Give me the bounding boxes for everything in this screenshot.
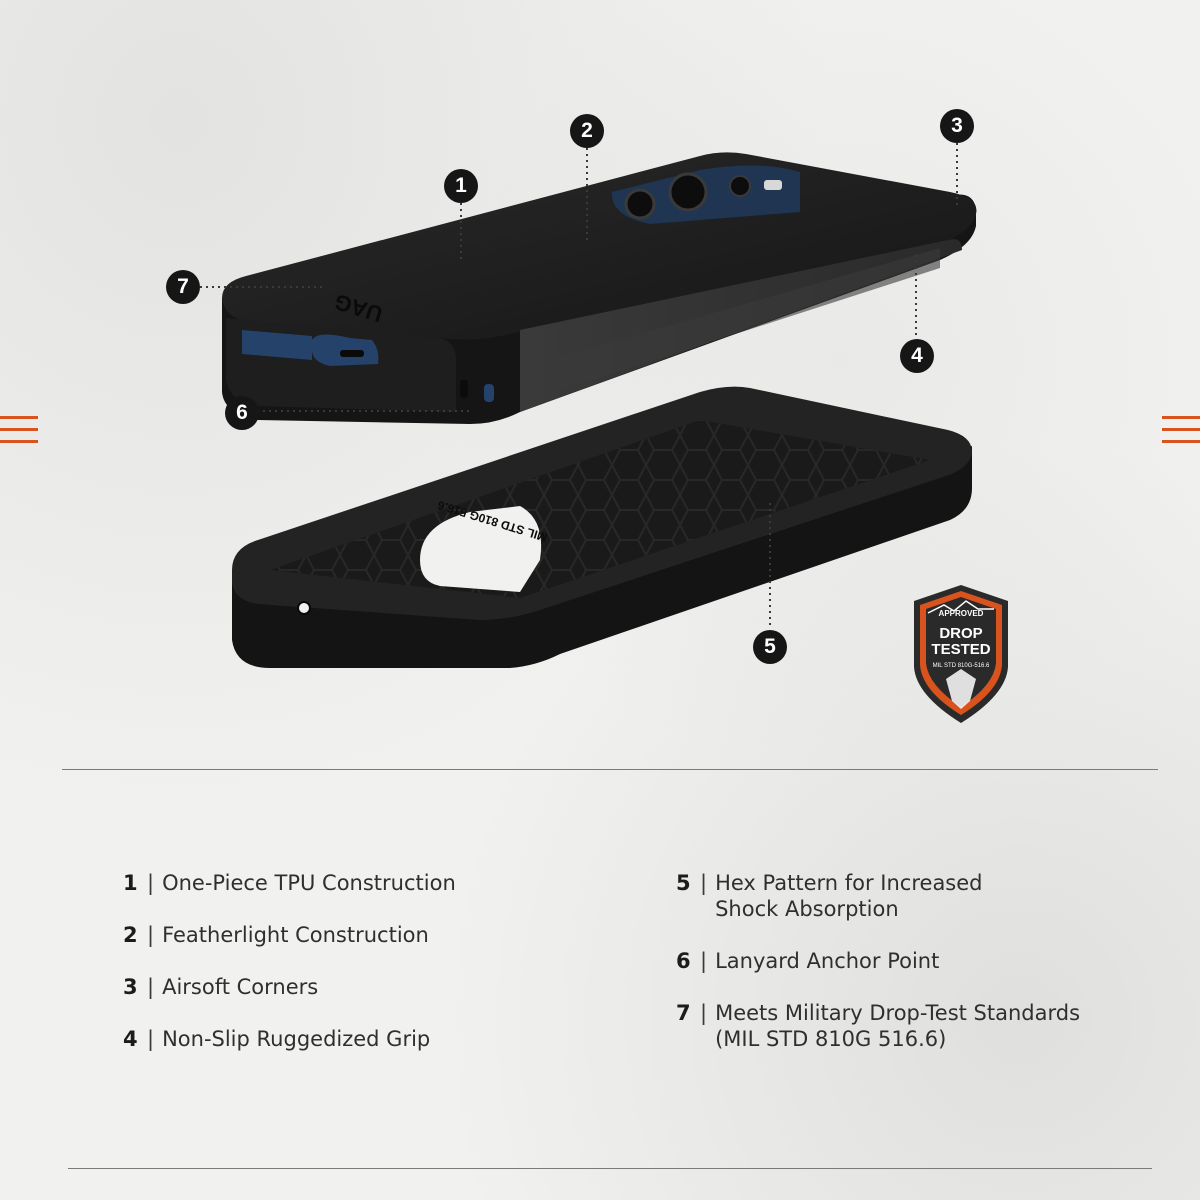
- feature-text: Meets Military Drop-Test Standards (MIL …: [715, 1001, 1081, 1051]
- feature-separator: |: [700, 949, 708, 973]
- feature-separator: |: [700, 871, 708, 895]
- callout-7: 7: [166, 270, 200, 304]
- right-accent-mark: [1162, 416, 1200, 452]
- top-divider: [62, 769, 1158, 770]
- feature-separator: |: [147, 975, 155, 999]
- feature-separator: |: [147, 923, 155, 947]
- feature-number: 7: [676, 1001, 691, 1025]
- callout-3: 3: [940, 109, 974, 143]
- left-accent-mark: [0, 416, 38, 452]
- feature-number: 4: [123, 1027, 138, 1051]
- bottom-divider: [68, 1168, 1152, 1169]
- feature-item: 2 | Featherlight Construction: [123, 922, 456, 948]
- feature-number: 6: [676, 949, 691, 973]
- feature-item: 4 | Non-Slip Ruggedized Grip: [123, 1026, 456, 1052]
- leader-lines: [200, 143, 958, 628]
- drop-tested-badge: APPROVED DROP TESTED MIL STD 810G-516.6: [914, 585, 1008, 723]
- feature-text: Lanyard Anchor Point: [715, 949, 940, 973]
- badge-standard: MIL STD 810G-516.6: [933, 663, 990, 669]
- feature-text: Non-Slip Ruggedized Grip: [162, 1027, 431, 1051]
- callout-5: 5: [753, 630, 787, 664]
- badge-drop: DROP: [939, 625, 982, 642]
- feature-item: 1 | One-Piece TPU Construction: [123, 870, 456, 896]
- feature-separator: |: [147, 871, 155, 895]
- feature-text: Featherlight Construction: [162, 923, 429, 947]
- feature-number: 5: [676, 871, 691, 895]
- feature-item: 3 | Airsoft Corners: [123, 974, 456, 1000]
- callout-2: 2: [570, 114, 604, 148]
- feature-item: 5 | Hex Pattern for Increased Shock Absorp…: [676, 870, 1080, 922]
- feature-item: 7 | Meets Military Drop-Test Standards (MI…: [676, 1000, 1080, 1052]
- badge-tested: TESTED: [931, 641, 990, 658]
- feature-number: 1: [123, 871, 138, 895]
- feature-item: 6 | Lanyard Anchor Point: [676, 948, 1080, 974]
- feature-text: Hex Pattern for Increased Shock Absorpti…: [715, 871, 983, 921]
- case-shell: MIL STD 810G 516.6: [232, 386, 972, 668]
- feature-separator: |: [700, 1001, 708, 1025]
- callout-6: 6: [225, 396, 259, 430]
- feature-text: One-Piece TPU Construction: [162, 871, 456, 895]
- feature-number: 2: [123, 923, 138, 947]
- feature-text: Airsoft Corners: [162, 975, 319, 999]
- feature-number: 3: [123, 975, 138, 999]
- callout-4: 4: [900, 339, 934, 373]
- callout-1: 1: [444, 169, 478, 203]
- feature-list-left: 1 | One-Piece TPU Construction 2 | Featherli…: [123, 870, 456, 1078]
- phone-in-case: UAG: [222, 152, 977, 424]
- phone-case-exploded-view: UAG MIL STD 810G 516.6: [200, 143, 977, 668]
- feature-list-right: 5 | Hex Pattern for Increased Shock Absorp…: [676, 870, 1080, 1078]
- feature-separator: |: [147, 1027, 155, 1051]
- badge-approved: APPROVED: [939, 609, 984, 618]
- product-illustration: UAG MIL STD 810G 516.6 1 2 3 4 5 6 7: [166, 109, 1008, 723]
